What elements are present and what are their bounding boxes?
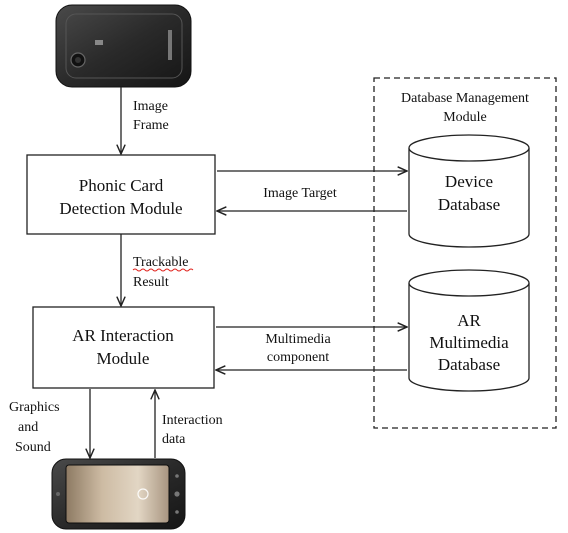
ar-multimedia-database-cylinder xyxy=(408,269,530,392)
image-frame-label-line2: Frame xyxy=(133,118,169,133)
multimedia-component-label-line2: component xyxy=(267,350,329,365)
phone-back-icon xyxy=(55,4,192,88)
ar-multimedia-database-label-line3: Database xyxy=(438,355,500,374)
graphics-sound-label-line3: Sound xyxy=(15,440,51,455)
phonic-card-detection-module xyxy=(26,154,216,235)
database-management-title-line1: Database Management xyxy=(401,91,529,106)
interaction-data-label-line1: Interaction xyxy=(162,413,223,428)
phonic-card-module-label-line1: Phonic Card xyxy=(79,176,164,195)
image-frame-label-line1: Image xyxy=(133,99,168,114)
image-target-label: Image Target xyxy=(263,186,337,201)
ar-interaction-module xyxy=(32,306,215,389)
interaction-data-label-line2: data xyxy=(162,432,186,447)
device-database-cylinder xyxy=(408,134,530,248)
ar-multimedia-database-label-line1: AR xyxy=(457,311,481,330)
device-database-label-line1: Device xyxy=(445,172,493,191)
smartphone-screen-icon xyxy=(51,458,186,530)
ar-interaction-module-label-line2: Module xyxy=(97,349,150,368)
graphics-sound-label-line1: Graphics xyxy=(9,400,60,415)
ar-multimedia-database-label-line2: Multimedia xyxy=(429,333,509,352)
database-management-module-boundary xyxy=(373,77,557,429)
phonic-card-module-label-line2: Detection Module xyxy=(59,199,182,218)
trackable-result-label-line2: Result xyxy=(133,275,169,290)
ar-interaction-module-label-line1: AR Interaction xyxy=(72,326,174,345)
spellcheck-underline xyxy=(132,268,194,272)
device-database-label-line2: Database xyxy=(438,195,500,214)
trackable-result-label-line1: Trackable xyxy=(133,255,188,270)
multimedia-component-label-line1: Multimedia xyxy=(265,332,331,347)
database-management-title-line2: Module xyxy=(443,110,487,125)
graphics-sound-label-line2: and xyxy=(18,420,38,435)
